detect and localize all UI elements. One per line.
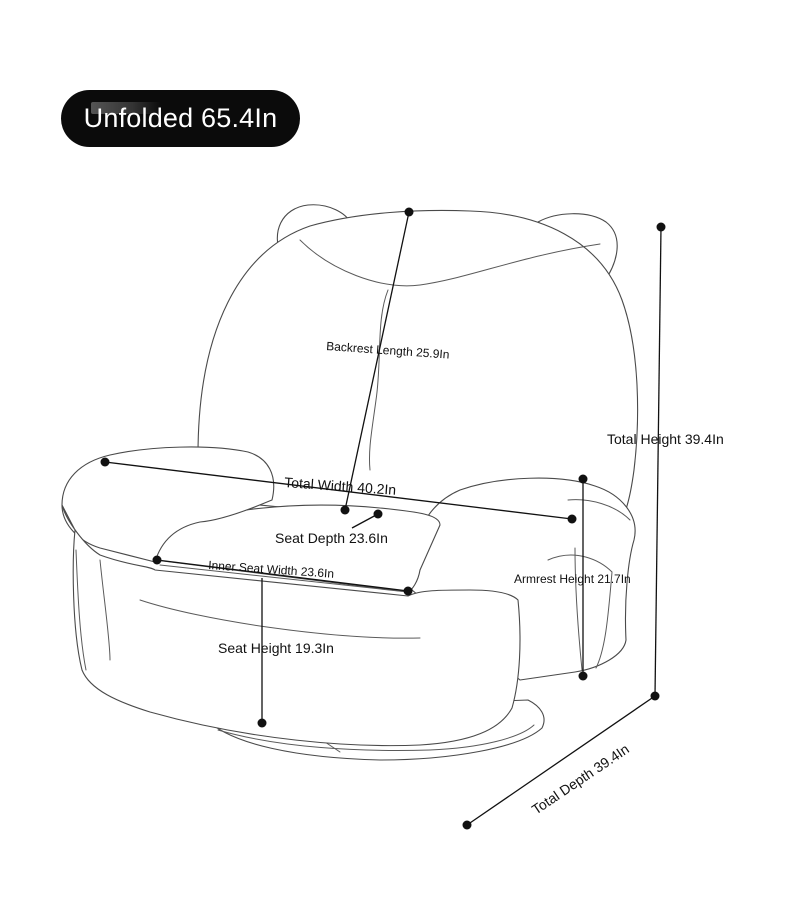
total-width-right-dot <box>567 514 577 524</box>
backrest-bottom-dot <box>340 505 350 515</box>
armrest-height-label: Armrest Height 21.7In <box>514 572 631 586</box>
seat-height-bottom-dot <box>257 718 267 728</box>
total-height-top-dot <box>656 222 666 232</box>
badge-decoration-icon <box>91 102 161 114</box>
backrest-length-line <box>344 211 410 511</box>
unfolded-length-badge: Unfolded 65.4In <box>61 90 300 147</box>
total-height-line <box>654 226 662 697</box>
total-depth-line <box>466 695 656 826</box>
inner-seat-left-dot <box>152 555 162 565</box>
seat-depth-dot <box>373 509 383 519</box>
front-skirt <box>61 504 521 747</box>
total-width-label: Total Width 40.2In <box>284 474 397 498</box>
seat-height-label: Seat Height 19.3In <box>218 640 334 656</box>
inner-seat-width-line <box>156 559 409 592</box>
total-depth-label: Total Depth 39.4In <box>529 741 632 818</box>
inner-seat-right-dot <box>403 586 413 596</box>
total-height-label: Total Height 39.4In <box>607 431 724 447</box>
seat-depth-pointer <box>351 513 379 529</box>
unfolded-length-label: Unfolded 65.4In <box>83 103 278 133</box>
backrest-top-dot <box>404 207 414 217</box>
seat-depth-label: Seat Depth 23.6In <box>275 530 388 546</box>
armrest-top-dot <box>578 474 588 484</box>
armrest-bottom-dot <box>578 671 588 681</box>
backrest <box>197 209 639 541</box>
dimension-lines <box>100 207 666 830</box>
total-width-left-dot <box>100 457 110 467</box>
total-depth-front-dot <box>462 820 472 830</box>
total-width-line <box>104 461 573 520</box>
chair-outline <box>61 204 639 761</box>
